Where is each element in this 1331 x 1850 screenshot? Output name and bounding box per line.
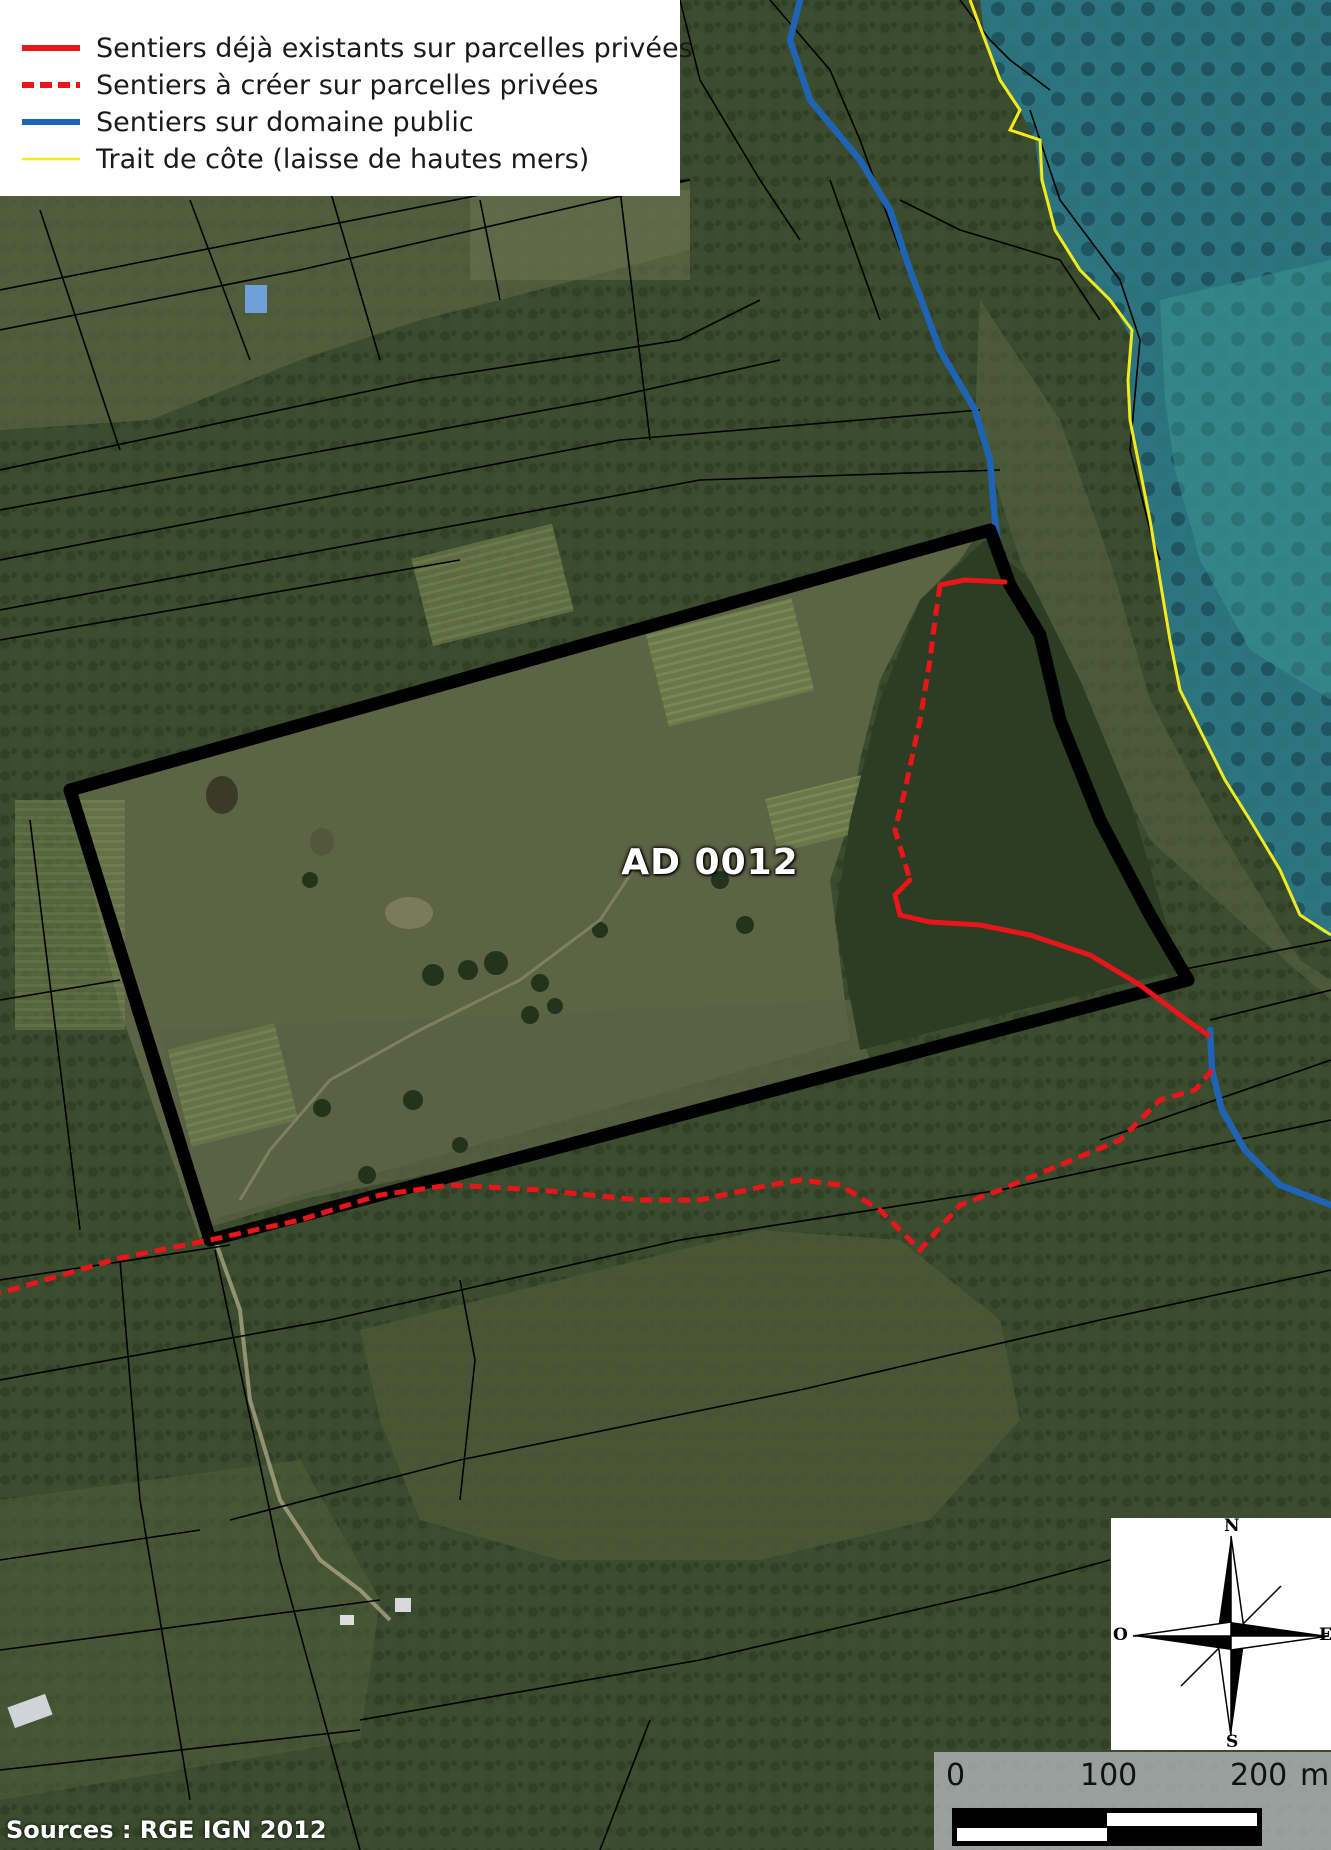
compass-north-label: N [1224,1516,1240,1536]
sea-texture [980,0,1331,940]
legend-label: Sentiers à créer sur parcelles privées [96,69,599,101]
field-track [238,859,642,1201]
scale-tick-100: 100 [1080,1758,1138,1793]
pond-1 [206,776,238,814]
existing-path-south [892,877,1211,1038]
scale-unit: m [1300,1758,1330,1793]
planned-path-south [0,1068,1214,1296]
solid-red-line-icon [22,45,80,51]
yellow-line-icon [22,157,80,161]
scale-tick-0: 0 [946,1758,966,1793]
building-4 [340,1615,354,1625]
scale-tick-200: 200 [1230,1758,1288,1793]
scale-bar-graphic [952,1808,1262,1846]
legend-label: Sentiers déjà existants sur parcelles pr… [96,32,693,64]
blue-line-icon [22,119,80,125]
pasture-lower [160,1000,870,1230]
legend: Sentiers déjà existants sur parcelles pr… [0,0,693,196]
legend-item-planned-paths: Sentiers à créer sur parcelles privées [20,67,598,103]
coastal-scrub [975,300,1331,1000]
public-path-north [786,0,1012,584]
crop-field-3 [411,523,574,647]
building-3 [7,1693,53,1729]
legend-item-coastline: Trait de côte (laisse de hautes mers) [20,141,589,177]
source-credit: Sources : RGE IGN 2012 [6,1816,327,1844]
legend-label: Trait de côte (laisse de hautes mers) [96,143,590,175]
legend-item-public-paths: Sentiers sur domaine public [20,104,474,140]
compass-rose: N S O E [1111,1516,1331,1752]
north-field-strip [470,190,690,280]
dirt-track [213,1239,392,1622]
public-path-south [1206,1026,1331,1209]
crop-field-1 [645,598,815,727]
compass-south-label: S [1226,1732,1239,1752]
building-1 [245,285,267,313]
south-farmland [360,1230,1020,1560]
coastline [968,0,1331,937]
legend-item-existing-paths: Sentiers déjà existants sur parcelles pr… [20,30,693,66]
scale-bar: 0 100 200 m [934,1752,1331,1850]
pond-2 [385,897,433,929]
planned-path-east [892,584,943,881]
tree-cluster [302,871,754,1184]
building-2 [395,1598,411,1612]
crop-field-4 [167,1023,299,1147]
pond-3 [310,828,334,856]
dashed-red-line-icon [22,82,80,88]
compass-west-label: O [1113,1625,1128,1645]
compass-east-label: E [1319,1625,1331,1645]
parcel-ad-0012-boundary [63,523,1195,1247]
shallow-reef [1160,260,1331,700]
compass-star-icon [1132,1535,1330,1737]
parcel-label: AD 0012 [621,842,799,883]
legend-label: Sentiers sur domaine public [96,106,474,138]
existing-path-north [937,577,1008,588]
